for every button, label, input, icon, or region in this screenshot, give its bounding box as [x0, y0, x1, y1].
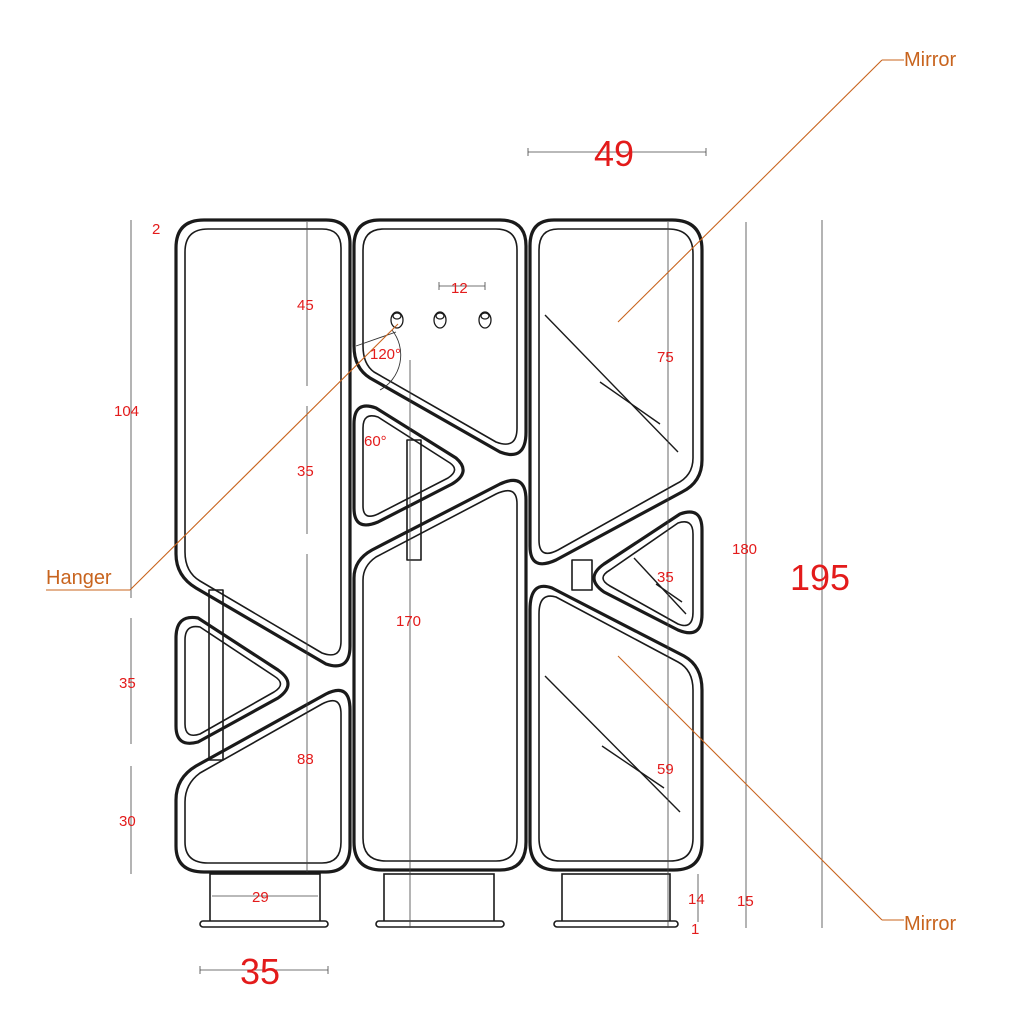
external-dimension-lines [130, 148, 823, 974]
dim-text-49: 49 [594, 133, 634, 174]
right-connector [571, 559, 593, 591]
hanger-hooks [390, 311, 492, 329]
right-triangle [592, 510, 704, 635]
angle-ray-120 [355, 331, 397, 347]
dimension-texts: 49 195 35 2 104 35 30 45 35 88 29 12 120… [114, 133, 850, 992]
right-module [528, 218, 704, 928]
center-triangle-inner [362, 415, 456, 517]
right-top-mirror-panel [528, 218, 704, 566]
right-bottom-mirror-panel [528, 584, 704, 872]
angle-arc-120 [379, 329, 402, 391]
right-triangle-inner [602, 521, 694, 627]
dim-text-35-left: 35 [119, 675, 136, 692]
left-bottom-panel-inner [184, 699, 342, 864]
dim-text-2: 2 [152, 221, 160, 238]
center-triangle [352, 404, 465, 527]
mirror-reflection-2 [599, 381, 661, 425]
left-triangle-inner [184, 625, 282, 737]
left-top-panel-inner [184, 228, 342, 656]
mirror-reflection-5 [544, 675, 681, 813]
right-base [561, 873, 671, 923]
left-module [174, 218, 352, 928]
dim-text-45: 45 [297, 297, 314, 314]
hook-3-cap [480, 312, 490, 320]
right-top-mirror-inner [538, 228, 694, 555]
left-triangle [174, 615, 290, 745]
dim-text-88: 88 [297, 751, 314, 768]
center-top-panel-inner [362, 228, 518, 445]
dim-text-104: 104 [114, 403, 139, 420]
right-base-foot [553, 920, 679, 928]
dim-text-180: 180 [732, 541, 757, 558]
hanger-label: Hanger [46, 567, 112, 589]
dim-text-35-right: 35 [657, 569, 674, 586]
leader-hanger [129, 323, 399, 591]
dim-text-29: 29 [252, 889, 269, 906]
dim-text-59: 59 [657, 761, 674, 778]
dim-text-35-inner: 35 [297, 463, 314, 480]
center-module [352, 218, 528, 928]
center-bottom-panel-inner [362, 489, 518, 862]
leaders [46, 59, 904, 921]
mirror-reflection-1 [544, 314, 679, 453]
dim-text-30: 30 [119, 813, 136, 830]
leader-mirror-bottom [617, 655, 883, 921]
mirror-reflection-6 [601, 745, 665, 789]
left-base-foot [199, 920, 329, 928]
center-base [383, 873, 495, 923]
dim-text-12: 12 [451, 280, 468, 297]
dim-text-75: 75 [657, 349, 674, 366]
dim-text-1: 1 [691, 921, 699, 938]
left-top-panel [174, 218, 352, 668]
leader-mirror-top [617, 59, 883, 323]
labels: Mirror Mirror Hanger [46, 49, 957, 935]
hook-2-cap [435, 312, 445, 320]
center-base-foot [375, 920, 505, 928]
mirror-top-label: Mirror [904, 49, 957, 71]
dim-text-170: 170 [396, 613, 421, 630]
left-base [209, 873, 321, 923]
left-bottom-panel [174, 688, 352, 874]
dim-text-120: 120° [370, 346, 401, 363]
hook-1-cap [392, 312, 402, 320]
center-top-panel [352, 218, 528, 457]
right-bottom-mirror-inner [538, 595, 694, 862]
dim-text-14: 14 [688, 891, 705, 908]
dim-text-35-bottom: 35 [240, 951, 280, 992]
center-bottom-panel [352, 478, 528, 872]
dim-text-60: 60° [364, 433, 387, 450]
internal-dimension-lines [212, 222, 669, 928]
mirror-reflection-4 [655, 583, 683, 603]
dim-text-15: 15 [737, 893, 754, 910]
mirror-bottom-label: Mirror [904, 913, 957, 935]
dim-text-195: 195 [790, 557, 850, 598]
